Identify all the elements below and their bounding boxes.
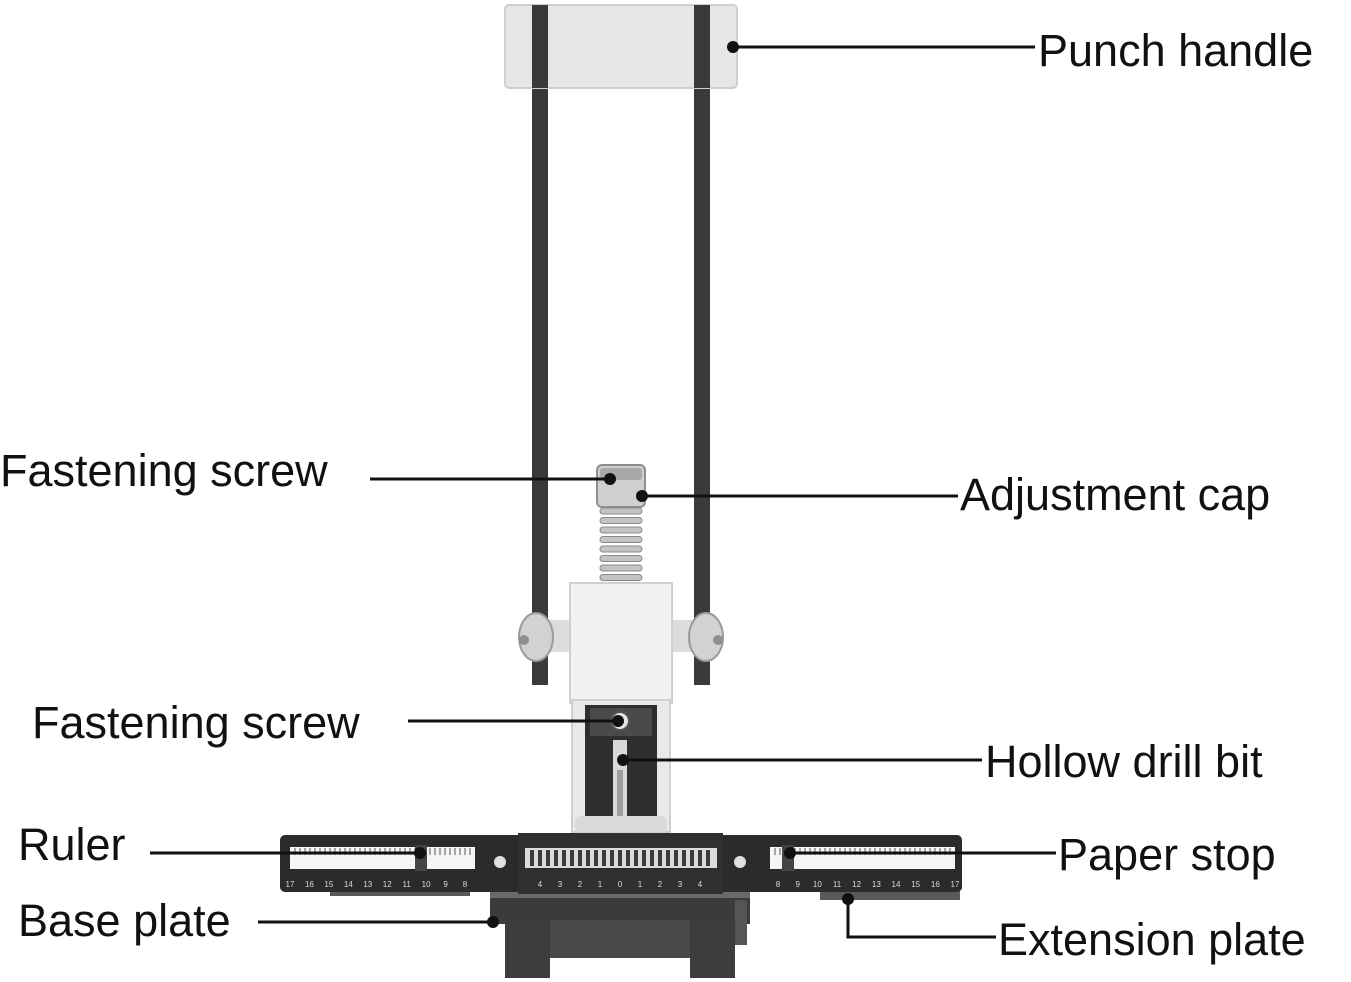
ruler-tick-number: 13 — [363, 880, 372, 889]
label-punch-handle: Punch handle — [1038, 25, 1313, 76]
rail-right — [694, 5, 710, 685]
spring-coil — [599, 507, 643, 581]
ruler-center-slot — [690, 850, 694, 866]
base-plate-block-top — [490, 892, 750, 898]
ruler-center-slot — [602, 850, 606, 866]
label-fastening-screw-top: Fastening screw — [0, 445, 328, 496]
ruler-center-slot — [594, 850, 598, 866]
ruler-center-slot — [586, 850, 590, 866]
ruler-center-slot — [530, 850, 534, 866]
ruler-tick-number: 2 — [578, 880, 583, 889]
ruler-tick-number: 8 — [776, 880, 781, 889]
ruler-window-left — [290, 847, 475, 869]
label-adjustment-cap: Adjustment cap — [960, 469, 1270, 520]
callouts — [150, 41, 1056, 939]
ruler-center-slot — [658, 850, 662, 866]
ruler-center-slot — [546, 850, 550, 866]
ruler-numbers-center: 4 3 2 1 0 1 2 3 4 — [538, 880, 703, 889]
base-leg-center — [550, 920, 690, 958]
base-right-tab — [735, 900, 747, 945]
pivot-hub-left — [518, 612, 554, 662]
pivot-hub-right — [688, 612, 724, 662]
ruler-tick-number: 17 — [286, 880, 295, 889]
ruler-tick-number: 14 — [344, 880, 353, 889]
label-fastening-screw-bottom: Fastening screw — [32, 697, 360, 748]
ruler-numbers-right: 8 9 10 11 12 13 14 15 16 17 — [776, 880, 960, 889]
ruler-tick-number: 3 — [558, 880, 563, 889]
label-extension-plate: Extension plate — [998, 914, 1306, 965]
spring-coil-turn — [599, 517, 643, 524]
spring-coil-turn — [599, 536, 643, 543]
labels: Punch handle Fastening screw Adjustment … — [0, 25, 1313, 965]
ruler-tick-number: 15 — [324, 880, 333, 889]
spring-coil-turn — [599, 545, 643, 553]
pivot-bolt-right — [713, 635, 723, 645]
base-foot-right — [690, 920, 735, 978]
spring-coil-turn — [599, 526, 643, 534]
ruler-tick-number: 11 — [403, 880, 412, 889]
ruler-tick-number: 1 — [638, 880, 643, 889]
ruler-tick-number: 4 — [698, 880, 703, 889]
ruler-center-slot — [562, 850, 566, 866]
spring-coil-turn — [599, 574, 643, 581]
ruler-center-slot — [578, 850, 582, 866]
ruler-tick-number: 10 — [813, 880, 822, 889]
ruler-center-slot — [698, 850, 702, 866]
base-foot-left — [505, 920, 550, 978]
ruler-center-slot — [610, 850, 614, 866]
ruler-window-center-ticks — [530, 850, 710, 866]
ruler-knob-right — [734, 856, 746, 868]
ruler-center-slot — [634, 850, 638, 866]
ruler-tick-number: 0 — [618, 880, 623, 889]
ruler-tick-number: 12 — [852, 880, 861, 889]
ruler-tick-number: 9 — [443, 880, 448, 889]
spring-coil-turn — [599, 564, 643, 572]
ruler-tick-number: 16 — [931, 880, 940, 889]
ruler-center-slot — [618, 850, 622, 866]
rail-left — [532, 5, 548, 685]
ruler-center-slot — [674, 850, 678, 866]
ruler-center-slot — [642, 850, 646, 866]
ruler-tick-number: 11 — [833, 880, 842, 889]
label-ruler: Ruler — [18, 819, 126, 870]
ruler-tick-number: 13 — [872, 880, 881, 889]
label-paper-stop: Paper stop — [1058, 829, 1276, 880]
ruler-window-right — [770, 847, 955, 869]
ruler-center-slot — [666, 850, 670, 866]
ruler-tick-number: 10 — [422, 880, 431, 889]
pivot-bolt-left — [519, 635, 529, 645]
ruler-knob-left — [494, 856, 506, 868]
ruler-tick-number: 12 — [383, 880, 392, 889]
spring-coil-turn — [599, 555, 643, 562]
ruler-tick-number: 1 — [598, 880, 603, 889]
ruler-tick-number: 17 — [951, 880, 960, 889]
ruler-tick-number: 14 — [892, 880, 901, 889]
ruler-tick-number: 3 — [678, 880, 683, 889]
handle-strap-right — [694, 5, 710, 88]
spring-coil-turn — [599, 507, 643, 515]
ruler-center-slot — [538, 850, 542, 866]
ruler-tick-number: 2 — [658, 880, 663, 889]
leader-extension-plate — [846, 899, 996, 939]
drill-bit-tip — [617, 770, 623, 818]
handle-strap-left — [532, 5, 548, 88]
ruler-tick-number: 16 — [305, 880, 314, 889]
label-hollow-drill-bit: Hollow drill bit — [985, 736, 1263, 787]
ruler-tick-number: 9 — [795, 880, 800, 889]
ruler-center-slot — [554, 850, 558, 866]
punch-body — [569, 582, 673, 704]
ruler-center-slot — [682, 850, 686, 866]
ruler-center-slot — [650, 850, 654, 866]
ruler-numbers-left: 17 16 15 14 13 12 11 10 9 8 — [286, 880, 468, 889]
ruler-tick-number: 4 — [538, 880, 543, 889]
label-base-plate: Base plate — [18, 895, 231, 946]
ruler-center-slot — [570, 850, 574, 866]
ruler-center-slot — [706, 850, 710, 866]
ruler-tick-number: 8 — [463, 880, 468, 889]
ruler-center-slot — [626, 850, 630, 866]
ruler-tick-number: 15 — [911, 880, 920, 889]
punch-foot — [575, 816, 667, 832]
